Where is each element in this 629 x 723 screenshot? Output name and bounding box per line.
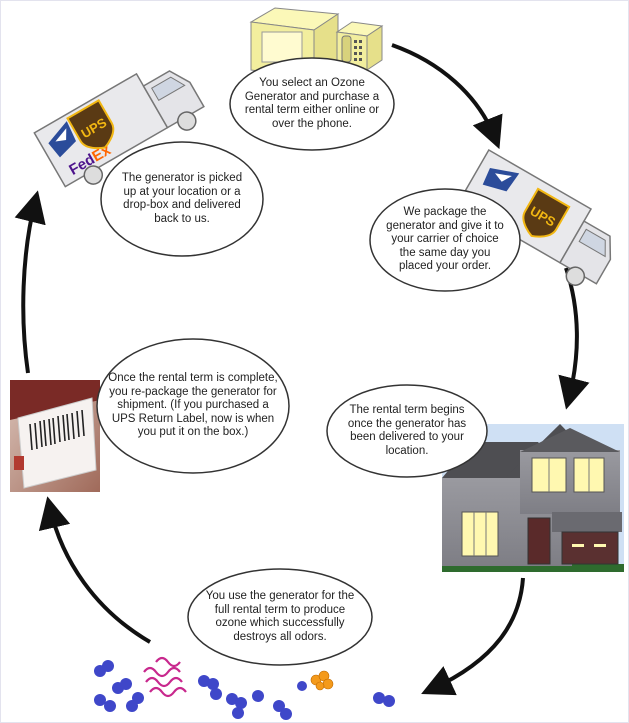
shipping-label-photo	[10, 380, 100, 492]
step-repackage-text: Once the rental term is complete, you re…	[108, 372, 278, 439]
return-truck-icon: UPS FedEx	[33, 70, 205, 188]
bubble-shape	[187, 568, 373, 666]
step-return-text: The generator is picked up at your locat…	[121, 172, 243, 225]
usps-eagle-logo	[48, 121, 77, 158]
usps-eagle-logo	[482, 168, 520, 192]
telephone-icon	[335, 21, 384, 71]
step-package-text: We package the generator and give it to …	[386, 206, 504, 273]
step-use-text: You use the generator for the full renta…	[205, 590, 355, 643]
bubble-shape	[369, 188, 521, 292]
bubble-shape	[100, 141, 264, 257]
ozone-molecule-icon	[310, 670, 334, 691]
bubble-shape	[326, 384, 488, 478]
ups-logo: UPS	[66, 98, 115, 150]
arrow-repackage-to-return	[14, 190, 46, 374]
arrow-use-to-repackage	[38, 496, 152, 644]
step-select-text: You select an Ozone Generator and purcha…	[244, 77, 380, 130]
house-icon	[442, 424, 624, 572]
barcode-icon	[29, 409, 85, 451]
arrow-package-to-delivery	[558, 267, 590, 410]
odor-molecules-icon	[94, 660, 395, 720]
odor-strands-icon	[143, 656, 187, 698]
step-delivery-text: The rental term begins once the generato…	[347, 404, 467, 457]
ups-logo: UPS	[522, 187, 571, 238]
arrow-delivery-to-use	[421, 577, 525, 696]
bubble-shape	[229, 57, 395, 151]
bubble-shape	[96, 338, 290, 474]
arrow-select-to-package	[391, 43, 503, 150]
